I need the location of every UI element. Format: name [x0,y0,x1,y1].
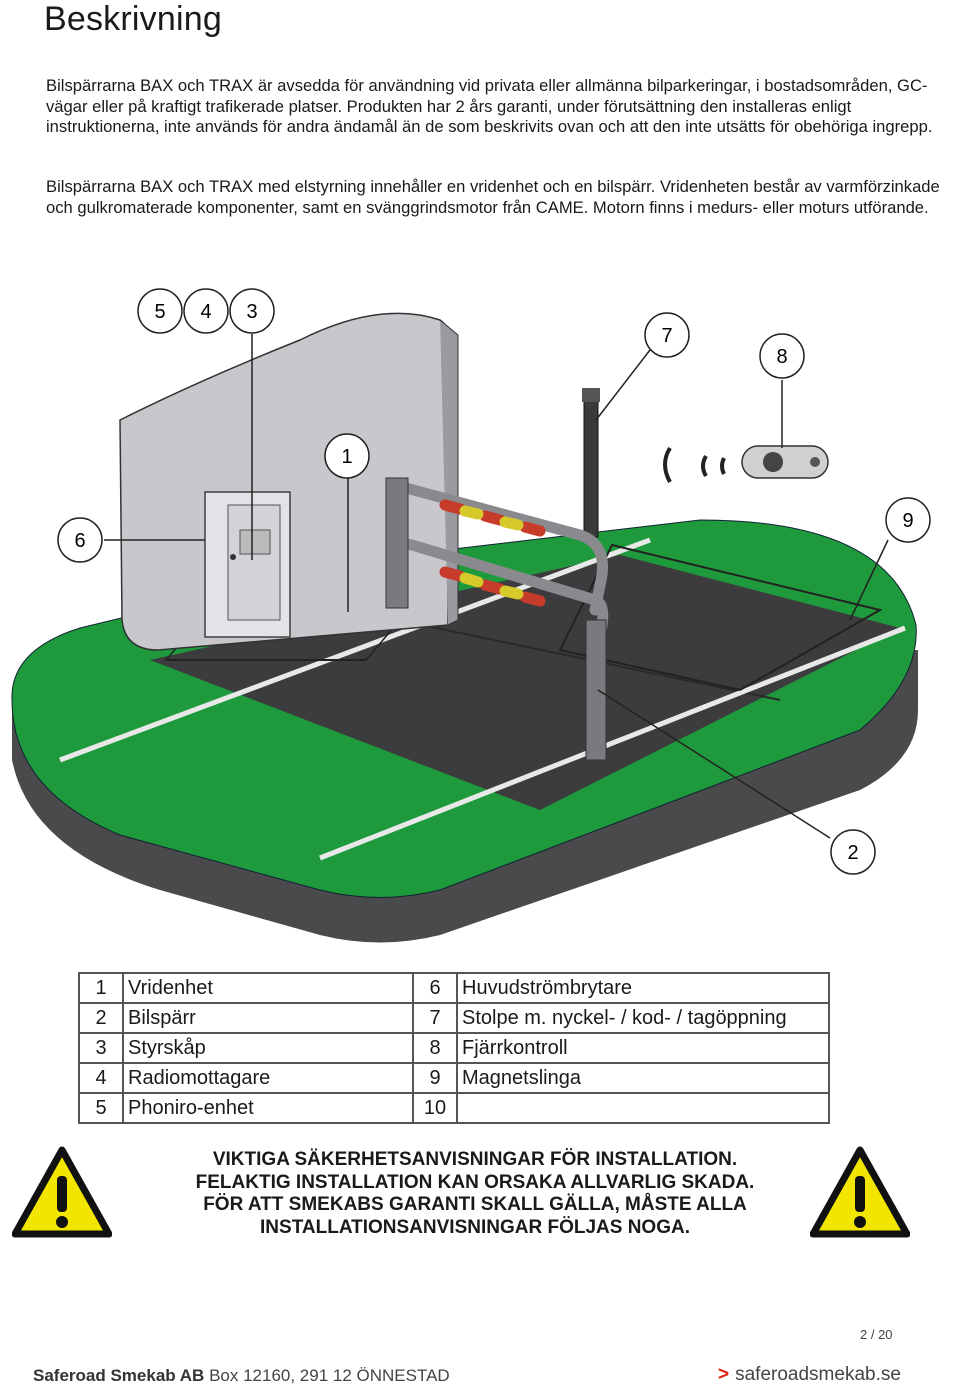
callout-circle-2 [830,829,876,875]
cabinet-inner [227,504,281,621]
website-link[interactable]: >saferoadsmekab.se [718,1364,901,1386]
footer-company: Saferoad Smekab AB Box 12160, 291 12 ÖNN… [33,1366,450,1386]
callout-3: 3 [246,301,257,323]
legend-label: Vridenhet [122,972,414,1004]
callout-circle-3 [229,288,275,334]
callout-5: 5 [154,301,165,323]
legend-label: Styrskåp [122,1032,414,1064]
rotator-post-right [585,619,607,761]
callout-circle-8 [759,333,805,379]
chevron-right-icon: > [718,1364,730,1385]
callout-lines [104,334,889,839]
safety-warning: VIKTIGA SÄKERHETSANVISNINGAR FÖR INSTALL… [140,1149,810,1239]
warning-triangle-icon [810,1146,910,1238]
legend-number: 9 [412,1062,458,1094]
callout-7: 7 [661,325,672,347]
remote-button [763,452,783,472]
warning-line-1: VIKTIGA SÄKERHETSANVISNINGAR FÖR INSTALL… [212,1149,738,1170]
description-paragraph-2: Bilspärrarna BAX och TRAX med elstyrning… [46,177,940,217]
legend-number: 8 [412,1032,458,1064]
page-number: 2 / 20 [860,1327,893,1342]
key-post-head [582,388,600,402]
website-text: saferoadsmekab.se [735,1364,901,1385]
wall [119,312,451,651]
legend-label: Bilspärr [122,1002,414,1034]
callout-9: 9 [902,510,913,532]
callout-circle-6 [57,517,103,563]
warning-line-4: INSTALLATIONSANVISNINGAR FÖLJAS NOGA. [260,1216,690,1238]
callout-circle-4 [183,288,229,334]
remote-button-2 [810,457,820,467]
callout-circle-9 [885,497,931,543]
legend-label: Fjärrkontroll [456,1032,830,1064]
legend-number: 6 [412,972,458,1004]
page-title: Beskrivning [44,0,222,38]
description-paragraph-1: Bilspärrarna BAX och TRAX är avsedda för… [46,76,933,137]
legend-number: 4 [78,1062,124,1094]
legend-label: Radiomottagare [122,1062,414,1094]
callout-circle-7 [644,312,690,358]
road-edge-line-top [59,537,651,763]
legend-number: 3 [78,1032,124,1064]
legend-label: Stolpe m. nyckel- / kod- / tagöppning [456,1002,830,1034]
callout-2: 2 [847,842,858,864]
callout-circle-5 [137,288,183,334]
barrier-stripes-yellow [459,505,524,600]
cabinet-unit [239,529,271,555]
legend-number: 2 [78,1002,124,1034]
company-address: Box 12160, 291 12 ÖNNESTAD [209,1366,450,1385]
callout-4: 4 [200,301,211,323]
legend-number: 5 [78,1092,124,1124]
warning-line-2: FELAKTIG INSTALLATION KAN ORSAKA ALLVARL… [195,1171,755,1193]
callout-8: 8 [776,346,787,368]
key-post [583,391,599,538]
barrier-upper [389,479,608,616]
magnetic-loop-right [558,543,883,692]
callout-circle-1 [324,433,370,479]
main-switch [230,554,236,560]
remote-control [741,445,829,479]
road-edge-line-bottom [319,625,906,861]
legend-label: Huvudströmbrytare [456,972,830,1004]
rotator-post-left [385,477,409,609]
legend-label: Magnetslinga [456,1062,830,1094]
installation-illustration: 5 4 3 7 8 1 6 9 2 [11,288,931,943]
legend-number: 7 [412,1002,458,1034]
warning-triangle-icon [12,1146,112,1238]
callout-6: 6 [74,530,85,552]
signal-waves [663,446,726,483]
warning-line-3: FÖR ATT SMEKABS GARANTI SKALL GÄLLA, MÅS… [203,1194,747,1215]
callouts: 5 4 3 7 8 1 6 9 2 [57,288,931,875]
barrier-stripes [439,499,546,607]
legend-label: Phoniro-enhet [122,1092,414,1124]
company-name: Saferoad Smekab AB [33,1366,205,1385]
callout-1: 1 [341,446,352,468]
legend-number: 10 [412,1092,458,1124]
legend-label [456,1092,830,1124]
wall-edge [439,319,459,626]
legend-number: 1 [78,972,124,1004]
